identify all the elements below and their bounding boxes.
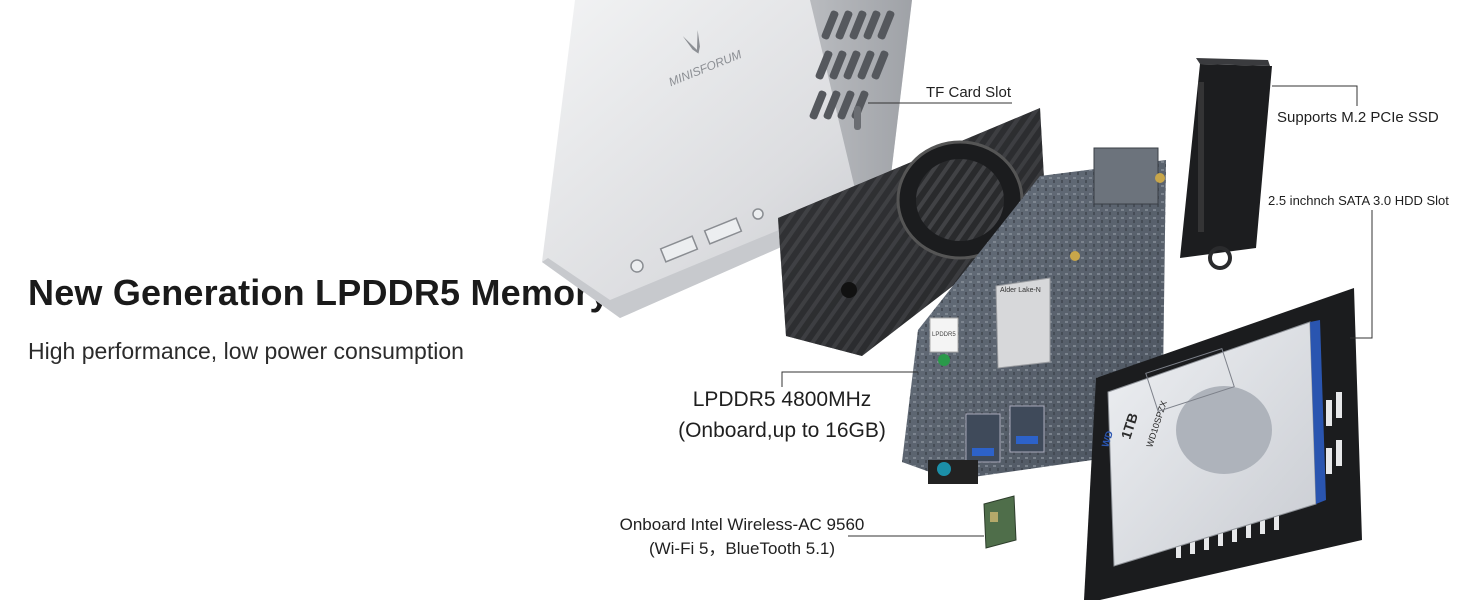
tf-card-slot xyxy=(854,106,861,130)
svg-text:1TB: 1TB xyxy=(1118,411,1141,441)
callout-leader-lines xyxy=(781,85,1373,537)
power-button xyxy=(928,460,978,484)
callout-wireless-line2: (Wi-Fi 5，BlueTooth 5.1) xyxy=(648,539,836,558)
hdd-drive: 1TB WD10SPZX WD xyxy=(1100,320,1326,567)
callout-wireless: Onboard Intel Wireless-AC 9560 (Wi-Fi 5，… xyxy=(604,513,880,561)
callout-m2-ssd: Supports M.2 PCIe SSD xyxy=(1277,109,1439,126)
callout-memory-line2: (Onboard,up to 16GB) xyxy=(678,419,886,442)
memory-leader xyxy=(781,371,918,387)
m2-ssd-leader xyxy=(1272,85,1358,106)
callout-sata-hdd: 2.5 inchnch SATA 3.0 HDD Slot xyxy=(1268,193,1449,208)
cpu-chip: Alder Lake-N xyxy=(995,277,1051,369)
callout-wireless-line1: Onboard Intel Wireless-AC 9560 xyxy=(619,515,865,534)
callout-tf-card: TF Card Slot xyxy=(926,84,1012,101)
m2-ssd xyxy=(1180,58,1272,270)
wireless-card xyxy=(983,495,1017,549)
lpddr5-chip: LPDDR5 xyxy=(929,317,959,353)
callout-memory-line1: LPDDR5 4800MHz xyxy=(692,388,872,411)
sata-hdd-leader xyxy=(1350,210,1373,339)
svg-text:LPDDR5: LPDDR5 xyxy=(932,332,956,338)
heatsink-fan-module xyxy=(778,108,1046,356)
port-openings xyxy=(630,208,764,273)
callout-memory: LPDDR5 4800MHz (Onboard,up to 16GB) xyxy=(664,384,900,446)
svg-text:WD: WD xyxy=(1100,430,1116,449)
subheadline: High performance, low power consumption xyxy=(28,338,464,364)
usb-ports xyxy=(965,405,1045,463)
headline: New Generation LPDDR5 Memory xyxy=(28,272,610,313)
svg-text:Alder Lake-N: Alder Lake-N xyxy=(1000,287,1041,294)
